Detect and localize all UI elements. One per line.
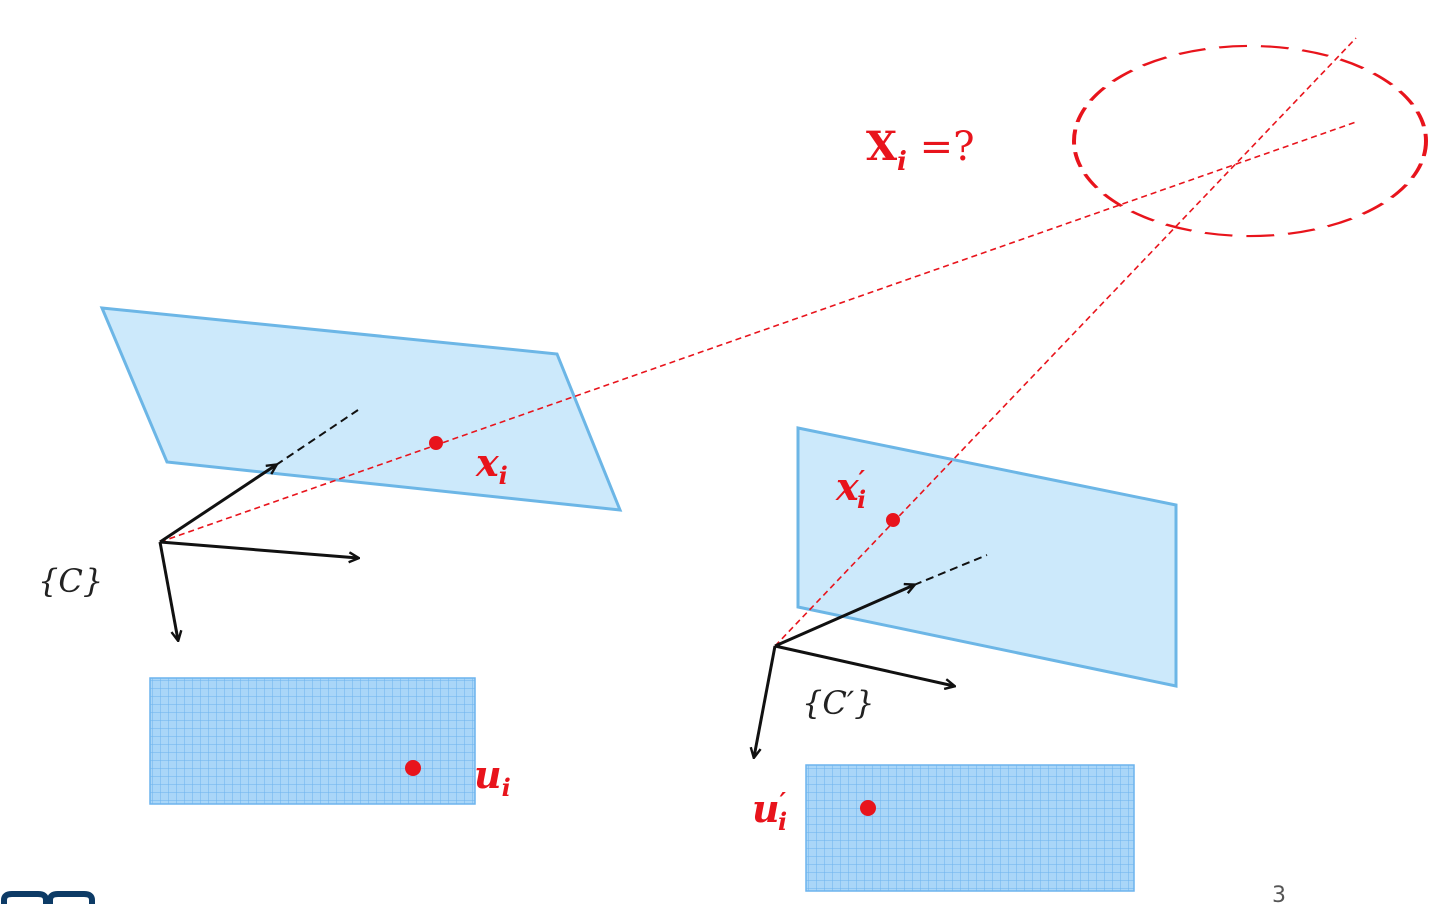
right-pixel-grid	[805, 764, 1135, 892]
right-projection-ray	[774, 37, 1357, 647]
right-camera-frame-label: {C′}	[802, 684, 874, 722]
logo-icon	[1, 891, 95, 904]
left-pixel-point-subscript: i	[502, 773, 511, 802]
left-pixel-point-dot	[405, 760, 421, 776]
right-image-point-symbol: x	[835, 464, 860, 509]
point-3d-question: =?	[907, 124, 975, 170]
point-3d-label: Xi =?	[866, 123, 975, 177]
left-image-point-label: xi	[475, 440, 508, 490]
right-image-plane	[796, 426, 1178, 688]
left-pixel-grid	[149, 677, 476, 805]
left-camera-frame	[158, 409, 359, 640]
left-image-point-subscript: i	[499, 461, 508, 490]
left-pixel-point-symbol: u	[474, 752, 502, 797]
point-3d-subscript: i	[897, 147, 907, 177]
right-optical-axis	[774, 585, 914, 648]
left-y-axis	[158, 541, 178, 640]
left-image-plane	[99, 306, 623, 512]
right-image-point-dot	[886, 513, 900, 527]
right-pixel-point-symbol: u	[752, 786, 780, 831]
point-3d-symbol: X	[866, 123, 897, 170]
left-image-point-dot	[429, 436, 443, 450]
right-x-axis	[774, 644, 954, 686]
page-number: 3	[1272, 883, 1286, 904]
right-pixel-point-label: u′i	[752, 786, 787, 836]
right-pixel-point-prime: ′	[780, 787, 787, 816]
left-x-axis	[159, 540, 358, 558]
right-pixel-point-subscript: i	[778, 807, 787, 836]
right-image-point-prime: ′	[859, 465, 866, 494]
left-optical-axis-extension	[275, 409, 359, 466]
left-projection-ray	[159, 121, 1357, 543]
right-image-point-subscript: i	[857, 485, 866, 514]
left-optical-axis	[159, 465, 276, 544]
point-3d-uncertainty-circle	[1072, 44, 1428, 238]
right-image-point-label: x′i	[835, 464, 866, 514]
right-y-axis	[754, 645, 777, 757]
left-pixel-point-label: ui	[474, 752, 511, 802]
right-camera-frame	[754, 554, 988, 757]
left-image-point-symbol: x	[475, 440, 500, 485]
left-camera-frame-label: {C}	[38, 562, 103, 600]
right-optical-axis-extension	[913, 554, 988, 586]
right-pixel-point-dot	[860, 800, 876, 816]
